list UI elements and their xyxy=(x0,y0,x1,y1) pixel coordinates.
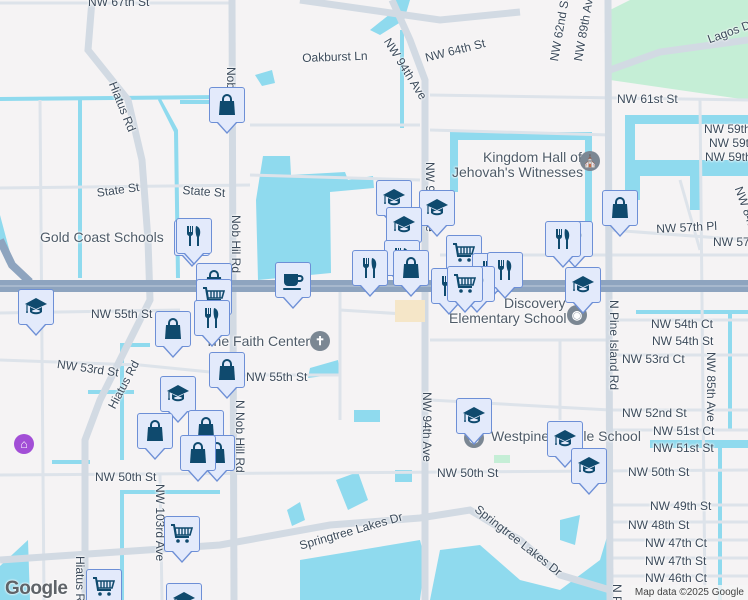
school-icon xyxy=(425,196,449,220)
street-label: NW 46th Ct xyxy=(645,571,708,585)
poi-label[interactable]: Kingdom Hall of xyxy=(483,149,582,165)
street-label: NW 54th St xyxy=(652,334,714,348)
place-of-worship-pin-icon[interactable]: ⛪ xyxy=(580,151,600,171)
shopping-bag-marker[interactable] xyxy=(602,190,638,237)
school-icon xyxy=(577,454,601,478)
street-label: NW 67th St xyxy=(88,0,150,9)
shopping-cart-marker[interactable] xyxy=(447,266,483,313)
street-label: NW 54th Ct xyxy=(651,317,714,331)
restaurant-marker[interactable] xyxy=(545,221,581,268)
school-marker[interactable] xyxy=(565,267,601,314)
shopping-cart-icon xyxy=(170,522,194,546)
school-marker[interactable] xyxy=(571,448,607,495)
street-label: NW 57th Pl xyxy=(655,218,718,236)
shopping-bag-icon xyxy=(608,196,632,220)
poi-label[interactable]: Gold Coast Schools xyxy=(40,229,164,245)
poi-label[interactable]: Discovery xyxy=(504,295,566,311)
street-label: NW 55th St xyxy=(246,370,308,384)
street-label: NW 85th Ave xyxy=(704,352,718,422)
school-icon xyxy=(172,589,196,600)
street-label: Hiatus Rd xyxy=(73,556,87,600)
restaurant-icon xyxy=(358,256,382,280)
school-icon xyxy=(392,213,416,237)
street-label: N Pine Island Rd xyxy=(610,584,624,600)
shopping-bag-marker[interactable] xyxy=(209,87,245,134)
shopping-cart-marker[interactable] xyxy=(164,516,200,563)
restaurant-icon xyxy=(200,306,224,330)
church-pin-icon[interactable]: ✝ xyxy=(310,331,330,351)
school-icon xyxy=(166,382,190,406)
school-marker[interactable] xyxy=(419,190,455,237)
restaurant-icon xyxy=(182,224,206,248)
street-label: NW 47th Ct xyxy=(645,536,708,550)
poi-label[interactable]: Jehovah's Witnesses xyxy=(452,164,584,180)
google-logo: Google xyxy=(5,578,68,599)
street-label: NW 59th St xyxy=(704,122,748,136)
school-icon xyxy=(462,404,486,428)
shopping-bag-marker[interactable] xyxy=(155,311,191,358)
shopping-bag-icon xyxy=(215,93,239,117)
street-label: NW 59th St xyxy=(705,150,748,164)
shopping-bag-icon xyxy=(194,416,218,440)
street-label: NW 50th St xyxy=(95,470,157,484)
shopping-cart-marker[interactable] xyxy=(86,569,122,600)
street-label: NW 55th St xyxy=(91,307,153,321)
restaurant-icon xyxy=(551,227,575,251)
school-marker[interactable] xyxy=(386,207,422,254)
poi-label[interactable]: Elementary School xyxy=(449,310,567,326)
museum-pin-icon[interactable]: ⌂ xyxy=(14,434,34,454)
street-label: NW 51st St xyxy=(653,441,714,455)
shopping-bag-icon xyxy=(143,419,167,443)
shopping-bag-icon xyxy=(161,317,185,341)
street-label: NW 94th Ave xyxy=(420,392,434,462)
school-icon xyxy=(382,186,406,210)
street-label: NW 61st St xyxy=(617,92,678,106)
restaurant-marker[interactable] xyxy=(352,250,388,297)
shopping-cart-icon xyxy=(453,272,477,296)
shopping-bag-icon xyxy=(186,441,210,465)
shopping-bag-marker[interactable] xyxy=(393,250,429,297)
school-icon xyxy=(24,295,48,319)
shopping-bag-marker[interactable] xyxy=(209,352,245,399)
street-label: NW 47th St xyxy=(645,554,707,568)
shopping-bag-marker[interactable] xyxy=(137,413,173,460)
street-label: State St xyxy=(182,183,226,200)
street-label: NW 48th St xyxy=(628,518,690,532)
shopping-bag-icon xyxy=(399,256,423,280)
cafe-icon xyxy=(281,268,305,292)
street-label: NW 59th St xyxy=(709,136,748,150)
school-marker[interactable] xyxy=(160,376,196,423)
cafe-marker[interactable] xyxy=(275,262,311,309)
street-label: NW 57th St xyxy=(713,235,748,249)
street-label: NW 50th St xyxy=(437,466,499,480)
street-label: N Nob Hill Rd xyxy=(233,400,247,473)
shopping-bag-marker[interactable] xyxy=(180,435,216,482)
street-label: Oakburst Ln xyxy=(301,48,368,65)
school-marker[interactable] xyxy=(18,289,54,336)
restaurant-marker[interactable] xyxy=(194,300,230,347)
restaurant-icon xyxy=(493,258,517,282)
street-label: NW 50th St xyxy=(628,465,690,479)
street-label: N Pine Island Rd xyxy=(607,300,621,391)
school-marker[interactable] xyxy=(166,583,202,600)
street-label: NW 52nd St xyxy=(622,406,687,420)
shopping-cart-icon xyxy=(92,575,116,599)
poi-label[interactable]: The Faith Center xyxy=(205,333,311,349)
school-icon xyxy=(571,273,595,297)
shopping-bag-icon xyxy=(215,358,239,382)
restaurant-marker[interactable] xyxy=(176,218,212,265)
map-attribution[interactable]: Map data ©2025 Google xyxy=(630,585,748,600)
street-label: NW 49th St xyxy=(650,499,712,513)
street-label: NW 53rd Ct xyxy=(622,352,685,366)
school-marker[interactable] xyxy=(456,398,492,445)
school-icon xyxy=(553,427,577,451)
street-label: NW 51st Ct xyxy=(653,424,715,438)
